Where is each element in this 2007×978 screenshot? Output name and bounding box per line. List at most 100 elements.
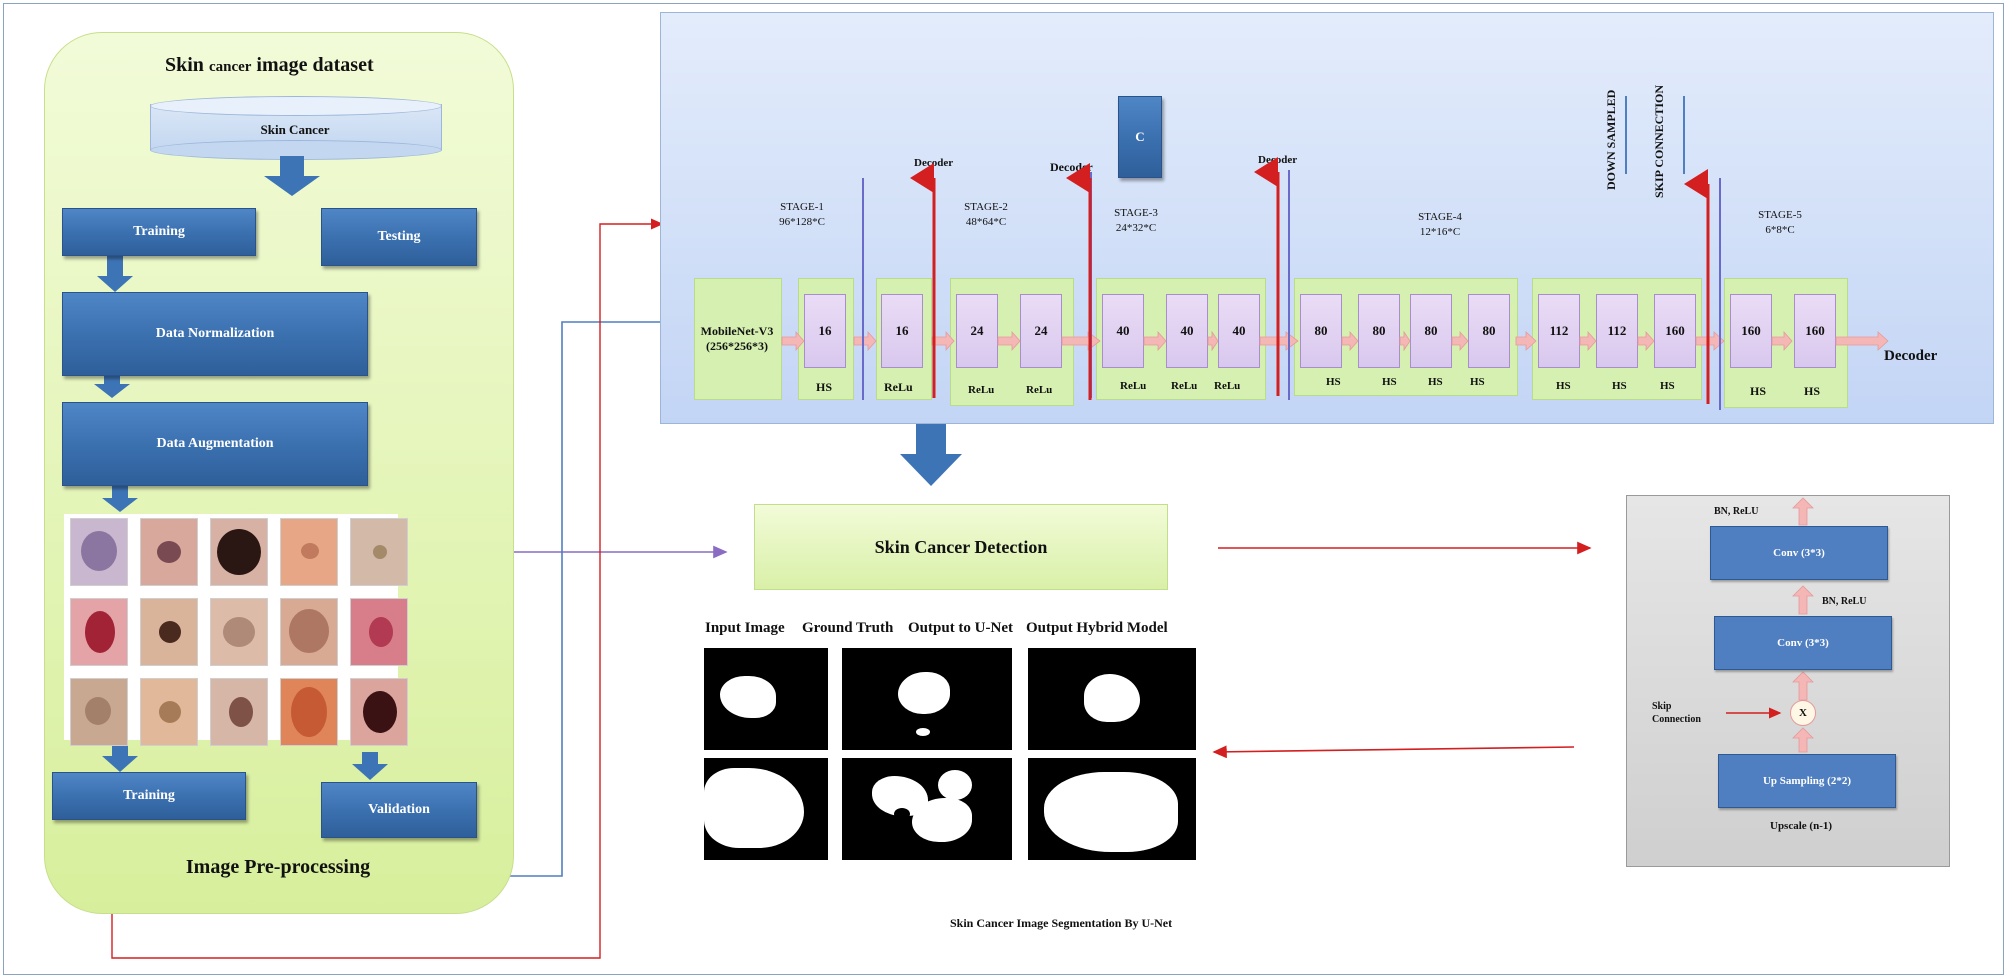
down-arrow-icon [102, 486, 138, 512]
up-arrow-icon [1792, 727, 1814, 753]
layer-block: 40 [1102, 294, 1144, 368]
layer-block: 16 [881, 294, 923, 368]
page-frame [3, 3, 2004, 975]
bn-relu-label: BN, ReLU [1714, 506, 1759, 517]
flow-arrow-icon [1143, 330, 1167, 352]
layer-block: 40 [1218, 294, 1260, 368]
layer-block: 16 [804, 294, 846, 368]
skin-sample-image [70, 678, 128, 746]
dataset-cylinder-top [150, 96, 442, 116]
activation-label: ReLu [1214, 380, 1241, 392]
decoder-output-label: Decoder [1884, 348, 1938, 364]
data-normalization-box[interactable]: Data Normalization [62, 292, 368, 376]
layer-block: 24 [956, 294, 998, 368]
flow-arrow-icon [1515, 331, 1537, 351]
column-label: Input Image [705, 620, 785, 636]
skin-cancer-detection-box[interactable]: Skin Cancer Detection [754, 504, 1168, 590]
testing-box[interactable]: Testing [321, 208, 477, 266]
up-arrow-icon [1792, 671, 1814, 701]
activation-label: HS [1750, 384, 1767, 398]
flow-arrow-icon [1771, 330, 1793, 352]
skin-sample-image [280, 518, 338, 586]
skin-sample-image [70, 598, 128, 666]
flow-arrow-icon [1207, 330, 1219, 352]
training-bottom-box[interactable]: Training [52, 772, 246, 820]
flow-arrow-icon [1451, 330, 1469, 352]
title-word-skin: Skin [165, 54, 204, 76]
layer-block: 80 [1358, 294, 1400, 368]
column-label: Output Hybrid Model [1026, 620, 1168, 636]
down-arrow-icon [97, 256, 133, 292]
down-arrow-icon [102, 742, 138, 772]
c-box: C [1118, 96, 1162, 178]
multiply-node: X [1790, 700, 1816, 726]
activation-label: HS [1612, 380, 1627, 392]
upsampling-box: Up Sampling (2*2) [1718, 754, 1896, 808]
skin-sample-image [350, 518, 408, 586]
bn-relu-label: BN, ReLU [1822, 596, 1867, 607]
activation-label: ReLu [884, 380, 913, 394]
flow-arrow-icon [997, 330, 1021, 352]
down-arrow-icon [264, 156, 320, 196]
segmentation-mask [842, 648, 1012, 750]
preprocessing-footer: Image Pre-processing [185, 856, 371, 878]
layer-block: 80 [1300, 294, 1342, 368]
skin-sample-image [140, 518, 198, 586]
skin-sample-image [140, 598, 198, 666]
skin-sample-image [350, 598, 408, 666]
skin-sample-image [280, 598, 338, 666]
up-arrow-icon [1792, 585, 1814, 615]
skin-sample-image [210, 678, 268, 746]
layer-block: 112 [1596, 294, 1638, 368]
column-label: Ground Truth [802, 620, 894, 636]
segmentation-mask [842, 758, 1012, 860]
skin-sample-image [280, 678, 338, 746]
flow-arrow-icon [1637, 330, 1655, 352]
flow-arrow-icon [1579, 330, 1597, 352]
segmentation-mask [704, 648, 828, 750]
data-augmentation-box[interactable]: Data Augmentation [62, 402, 368, 486]
activation-label: HS [1470, 376, 1485, 388]
skin-sample-image [140, 678, 198, 746]
skin-sample-image [210, 518, 268, 586]
activation-label: HS [816, 380, 833, 394]
dataset-label: Skin Cancer [260, 122, 330, 137]
conv-box: Conv (3*3) [1714, 616, 1892, 670]
title-word-rest: image dataset [256, 54, 374, 76]
down-arrow-icon [900, 424, 962, 486]
layer-block: 80 [1468, 294, 1510, 368]
segmentation-mask [704, 758, 828, 860]
conv-box: Conv (3*3) [1710, 526, 1888, 580]
activation-label: ReLu [1120, 380, 1147, 392]
validation-box[interactable]: Validation [321, 782, 477, 838]
sample-image-grid [64, 514, 408, 746]
layer-block: 160 [1794, 294, 1836, 368]
activation-label: HS [1660, 380, 1675, 392]
activation-label: HS [1804, 384, 1821, 398]
activation-label: ReLu [1171, 380, 1198, 392]
skin-sample-image [210, 598, 268, 666]
layer-block: 160 [1654, 294, 1696, 368]
down-sampled-marker [1625, 96, 1627, 174]
column-label: Output to U-Net [908, 620, 1013, 636]
unet-to-results-arrow [1212, 745, 1575, 759]
skin-sample-image [350, 678, 408, 746]
title-word-cancer: cancer [208, 59, 252, 75]
layer-block: 80 [1410, 294, 1452, 368]
flow-arrow-icon [1399, 330, 1411, 352]
flow-arrow-icon [853, 330, 877, 352]
activation-label: HS [1326, 376, 1341, 388]
skin-sample-image [70, 518, 128, 586]
flow-arrow-icon [781, 330, 805, 352]
down-arrow-icon [94, 372, 130, 398]
segmentation-mask [1028, 648, 1196, 750]
mobilenet-label: MobileNet-V3(256*256*3) [700, 324, 774, 353]
training-top-box[interactable]: Training [62, 208, 256, 256]
activation-label: HS [1428, 376, 1443, 388]
